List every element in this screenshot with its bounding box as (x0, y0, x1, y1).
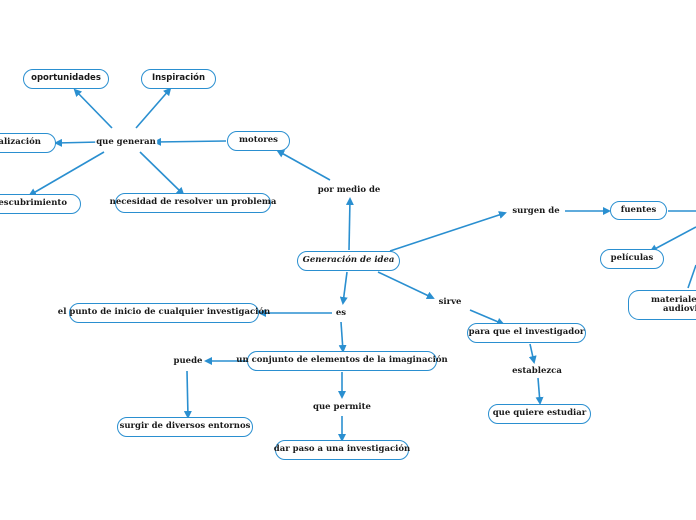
link-es: es (334, 308, 348, 318)
node-fuentes[interactable]: fuentes (610, 201, 667, 220)
link-por-medio-de: por medio de (316, 185, 382, 195)
arrow-to-por-medio-de (345, 197, 354, 251)
arrow-to-actualizacion (54, 138, 101, 147)
node-oportunidades[interactable]: oportunidades (23, 69, 109, 89)
arrow-to-surgen-de (389, 211, 507, 252)
node-actualizacion[interactable]: tualización (0, 133, 56, 153)
arrow-to-motores (276, 150, 331, 181)
node-materiales-line1: materiales e (651, 294, 696, 305)
arrow-to-sirve (377, 271, 435, 300)
node-peliculas[interactable]: películas (600, 249, 664, 269)
arrow-motores-to-que-generan (153, 137, 227, 146)
arrow-to-peliculas (649, 226, 696, 252)
node-descubrimiento[interactable]: e descubrimiento (0, 194, 81, 214)
node-dar-paso[interactable]: dar paso a una investigación (274, 440, 410, 460)
node-materiales-line2: audiovisu (663, 304, 696, 314)
arrow-to-establezca (528, 343, 537, 364)
node-materiales[interactable]: materiales e audiovisu (628, 290, 696, 320)
node-conjunto[interactable]: un conjunto de elementos de la imaginaci… (236, 351, 448, 371)
link-que-generan: que generan (95, 137, 157, 147)
link-surgen-de: surgen de (511, 206, 561, 216)
arrow-to-oportunidades (73, 88, 113, 129)
node-quiere-estudiar[interactable]: que quiere estudiar (488, 404, 591, 424)
link-sirve: sirve (437, 297, 463, 307)
node-punto-inicio[interactable]: el punto de inicio de cualquier investig… (58, 303, 270, 323)
node-investigador[interactable]: para que el investigador (467, 323, 586, 343)
link-que-permite: que permite (312, 402, 372, 412)
node-necesidad[interactable]: necesidad de resolver un problema (110, 193, 276, 213)
arrow-to-investigador (469, 309, 505, 326)
arrow-to-es (339, 271, 348, 305)
node-motores[interactable]: motores (227, 131, 290, 151)
arrow-to-surgir (183, 370, 192, 419)
arrow-to-necesidad (139, 151, 185, 196)
arrow-to-inspiracion (135, 87, 172, 129)
node-central-generacion-de-idea[interactable]: Generación de idea (297, 251, 400, 271)
line-to-materiales (687, 264, 696, 289)
node-surgir[interactable]: surgir de diversos entornos (117, 417, 253, 437)
arrow-to-quiere-estudiar (535, 377, 544, 405)
node-inspiracion[interactable]: Inspiración (141, 69, 216, 89)
link-establezca: establezca (511, 366, 563, 376)
arrow-to-descubrimiento (28, 151, 105, 197)
arrow-to-conjunto (338, 321, 347, 353)
link-puede: puede (172, 356, 204, 366)
